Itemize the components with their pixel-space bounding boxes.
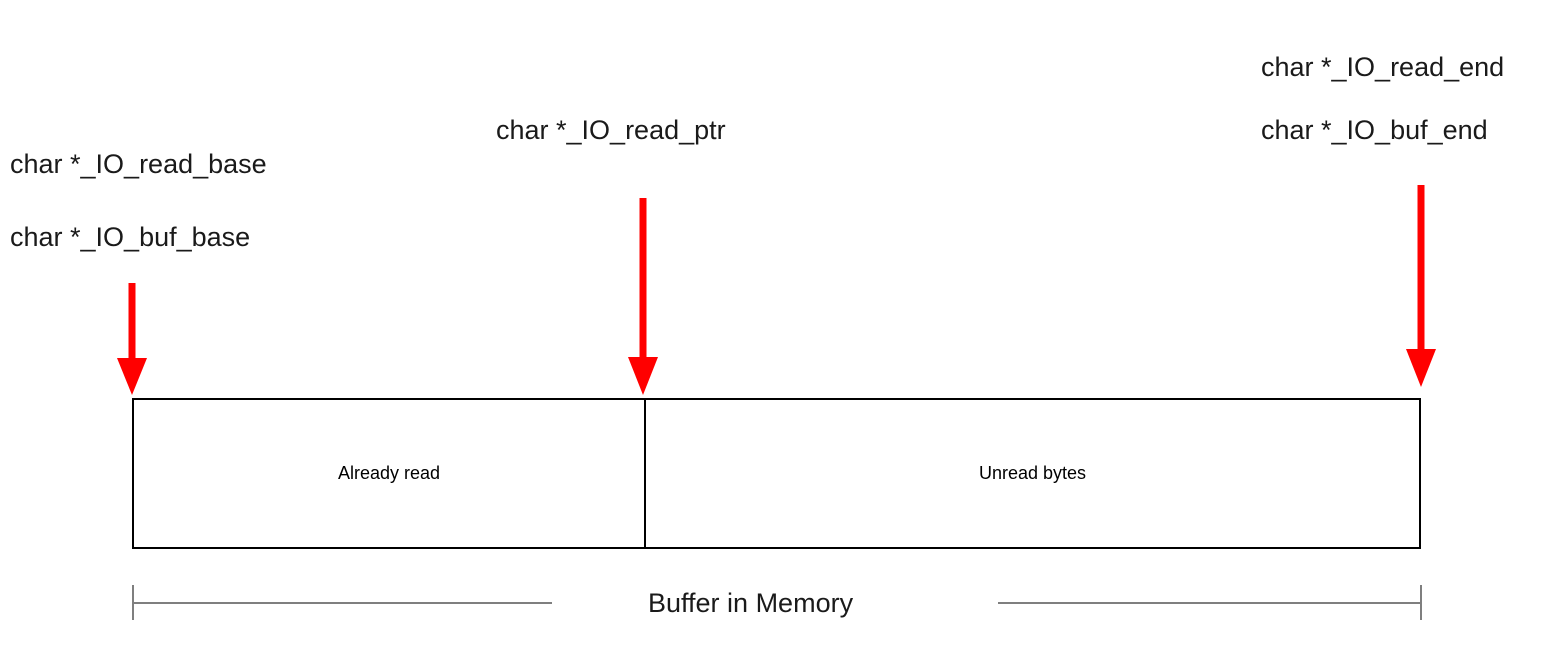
down-arrow-icon-read-ptr — [628, 198, 658, 395]
label-io-read-base: char *_IO_read_base — [10, 149, 267, 179]
down-arrow-icon-read-end — [1406, 185, 1436, 387]
buffer-box: Already read Unread bytes — [132, 398, 1421, 549]
segment-already-read-label: Already read — [337, 463, 441, 483]
down-arrow-icon-read-base — [117, 283, 147, 395]
segment-unread-bytes: Unread bytes — [646, 400, 1419, 547]
label-io-buf-end: char *_IO_buf_end — [1261, 115, 1488, 145]
measure-line-left — [132, 602, 552, 604]
label-io-buf-base: char *_IO_buf_base — [10, 222, 251, 252]
measure-line-right — [998, 602, 1421, 604]
label-io-read-end: char *_IO_read_end — [1261, 52, 1505, 82]
measure-tick-right — [1420, 585, 1422, 620]
segment-unread-bytes-label: Unread bytes — [978, 463, 1087, 483]
label-io-read-ptr: char *_IO_read_ptr — [496, 115, 726, 145]
measure-caption: Buffer in Memory — [648, 588, 854, 618]
segment-already-read: Already read — [134, 400, 646, 547]
